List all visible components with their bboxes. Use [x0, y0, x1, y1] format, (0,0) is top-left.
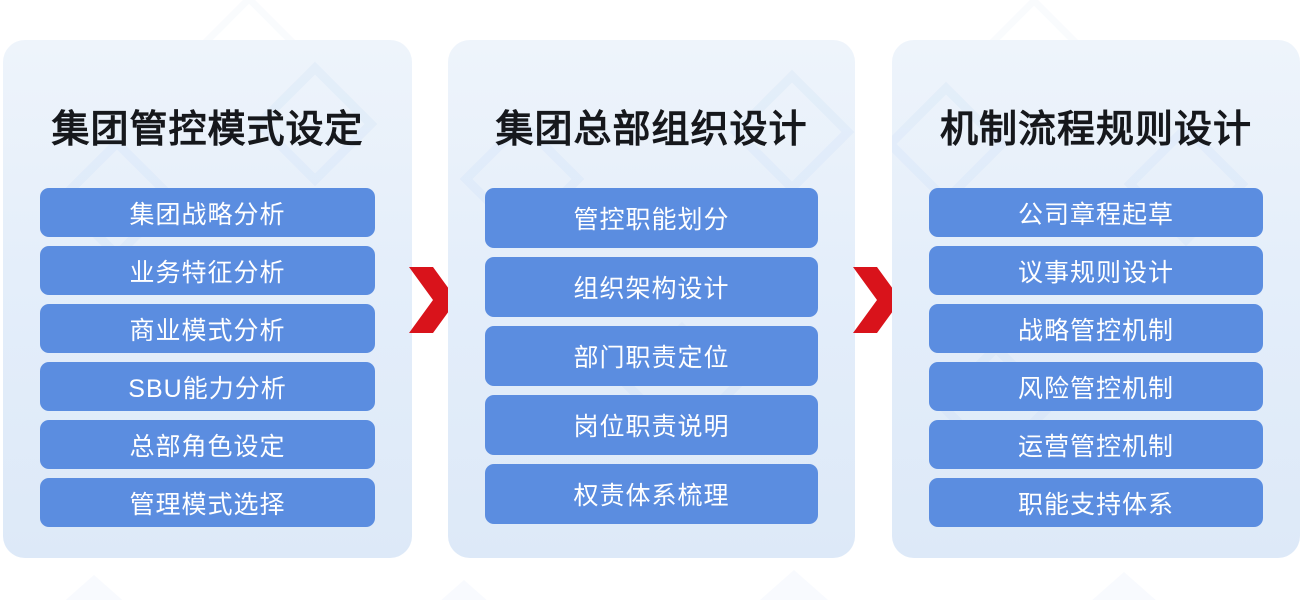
stage-item-list-3: 公司章程起草 议事规则设计 战略管控机制 风险管控机制 运营管控机制 职能支持体… — [929, 188, 1263, 527]
stage-item[interactable]: 风险管控机制 — [929, 362, 1263, 411]
stage-item[interactable]: 商业模式分析 — [40, 304, 375, 353]
stage-item[interactable]: 组织架构设计 — [485, 257, 818, 317]
watermark-chevron — [760, 570, 828, 600]
stage-item[interactable]: 管控职能划分 — [485, 188, 818, 248]
stage-title-3: 机制流程规则设计 — [939, 109, 1252, 151]
stage-item[interactable]: 职能支持体系 — [929, 478, 1263, 527]
stage-column-3: 机制流程规则设计 公司章程起草 议事规则设计 战略管控机制 风险管控机制 运营管… — [892, 40, 1300, 558]
stage-item[interactable]: SBU能力分析 — [40, 362, 375, 411]
arrow-stage-1-to-2-icon — [409, 263, 457, 337]
stage-item[interactable]: 公司章程起草 — [929, 188, 1263, 237]
stage-item[interactable]: 业务特征分析 — [40, 246, 375, 295]
stage-title-1: 集团管控模式设定 — [51, 109, 364, 151]
stage-item[interactable]: 总部角色设定 — [40, 420, 375, 469]
stage-item[interactable]: 部门职责定位 — [485, 326, 818, 386]
watermark-chevron — [1090, 572, 1158, 600]
stage-item[interactable]: 议事规则设计 — [929, 246, 1263, 295]
stage-item[interactable]: 集团战略分析 — [40, 188, 375, 237]
stage-item[interactable]: 权责体系梳理 — [485, 464, 818, 524]
arrow-stage-2-to-3-icon — [853, 263, 901, 337]
stage-item[interactable]: 管理模式选择 — [40, 478, 375, 527]
stage-item-list-2: 管控职能划分 组织架构设计 部门职责定位 岗位职责说明 权责体系梳理 — [485, 188, 818, 524]
stage-column-2: 集团总部组织设计 管控职能划分 组织架构设计 部门职责定位 岗位职责说明 权责体… — [448, 40, 855, 558]
stage-title-2: 集团总部组织设计 — [495, 109, 808, 151]
watermark-chevron — [430, 580, 498, 600]
watermark-chevron — [60, 575, 128, 600]
stage-item[interactable]: 岗位职责说明 — [485, 395, 818, 455]
stage-column-1: 集团管控模式设定 集团战略分析 业务特征分析 商业模式分析 SBU能力分析 总部… — [3, 40, 412, 558]
stage-item[interactable]: 运营管控机制 — [929, 420, 1263, 469]
stage-item-list-1: 集团战略分析 业务特征分析 商业模式分析 SBU能力分析 总部角色设定 管理模式… — [40, 188, 375, 527]
stage-item[interactable]: 战略管控机制 — [929, 304, 1263, 353]
